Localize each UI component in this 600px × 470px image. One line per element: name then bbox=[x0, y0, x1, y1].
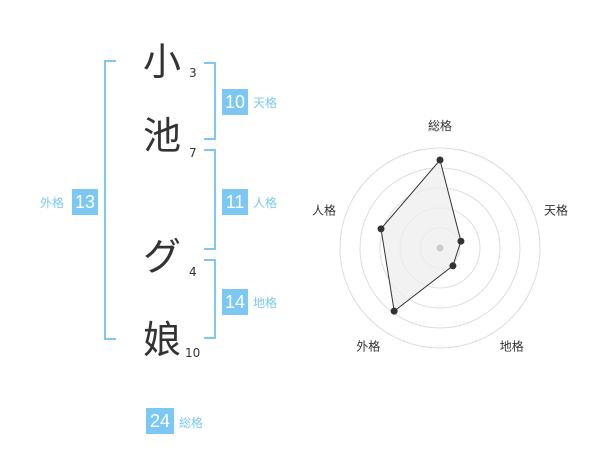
soukaku-value: 24 bbox=[146, 408, 174, 434]
radar-point-3 bbox=[449, 262, 457, 270]
name-char-1: 小 bbox=[142, 40, 181, 84]
chikaku-value: 14 bbox=[222, 289, 248, 315]
tenkaku-label: 天格 bbox=[253, 96, 278, 110]
jinkaku-value: 11 bbox=[222, 189, 248, 215]
name-char-4: 娘 bbox=[142, 318, 181, 362]
jinkaku-bracket bbox=[204, 149, 216, 250]
jinkaku-label: 人格 bbox=[253, 196, 278, 210]
stroke-count-3: 4 bbox=[189, 265, 197, 279]
tenkaku-bracket bbox=[204, 62, 216, 140]
radar-axis-label-2: 天格 bbox=[544, 202, 568, 217]
gaikaku-label: 外格 bbox=[40, 196, 65, 210]
radar-center-dot bbox=[436, 244, 444, 252]
chikaku-label: 地格 bbox=[253, 296, 278, 310]
gaikaku-value: 13 bbox=[72, 189, 98, 215]
stroke-count-1: 3 bbox=[189, 66, 197, 80]
radar-axis-label-4: 外格 bbox=[356, 339, 380, 354]
stroke-count-2: 7 bbox=[189, 146, 197, 160]
radar-point-2 bbox=[457, 237, 465, 245]
gaikaku-bracket bbox=[104, 60, 116, 340]
radar-point-4 bbox=[390, 307, 398, 315]
radar-axis-label-3: 地格 bbox=[500, 339, 524, 354]
chikaku-bracket bbox=[204, 259, 216, 339]
stroke-count-4: 10 bbox=[185, 346, 201, 360]
name-char-3: グ bbox=[142, 235, 181, 279]
radar-point-1 bbox=[436, 156, 444, 164]
radar-point-5 bbox=[377, 225, 385, 233]
soukaku-label: 総格 bbox=[179, 416, 204, 430]
radar-axis-label-1: 総格 bbox=[428, 118, 452, 133]
radar-data-polygon bbox=[380, 158, 462, 313]
name-char-2: 池 bbox=[142, 114, 181, 158]
radar-ring-5 bbox=[339, 147, 541, 349]
tenkaku-value: 10 bbox=[222, 89, 248, 115]
radar-axis-label-5: 人格 bbox=[312, 202, 336, 217]
